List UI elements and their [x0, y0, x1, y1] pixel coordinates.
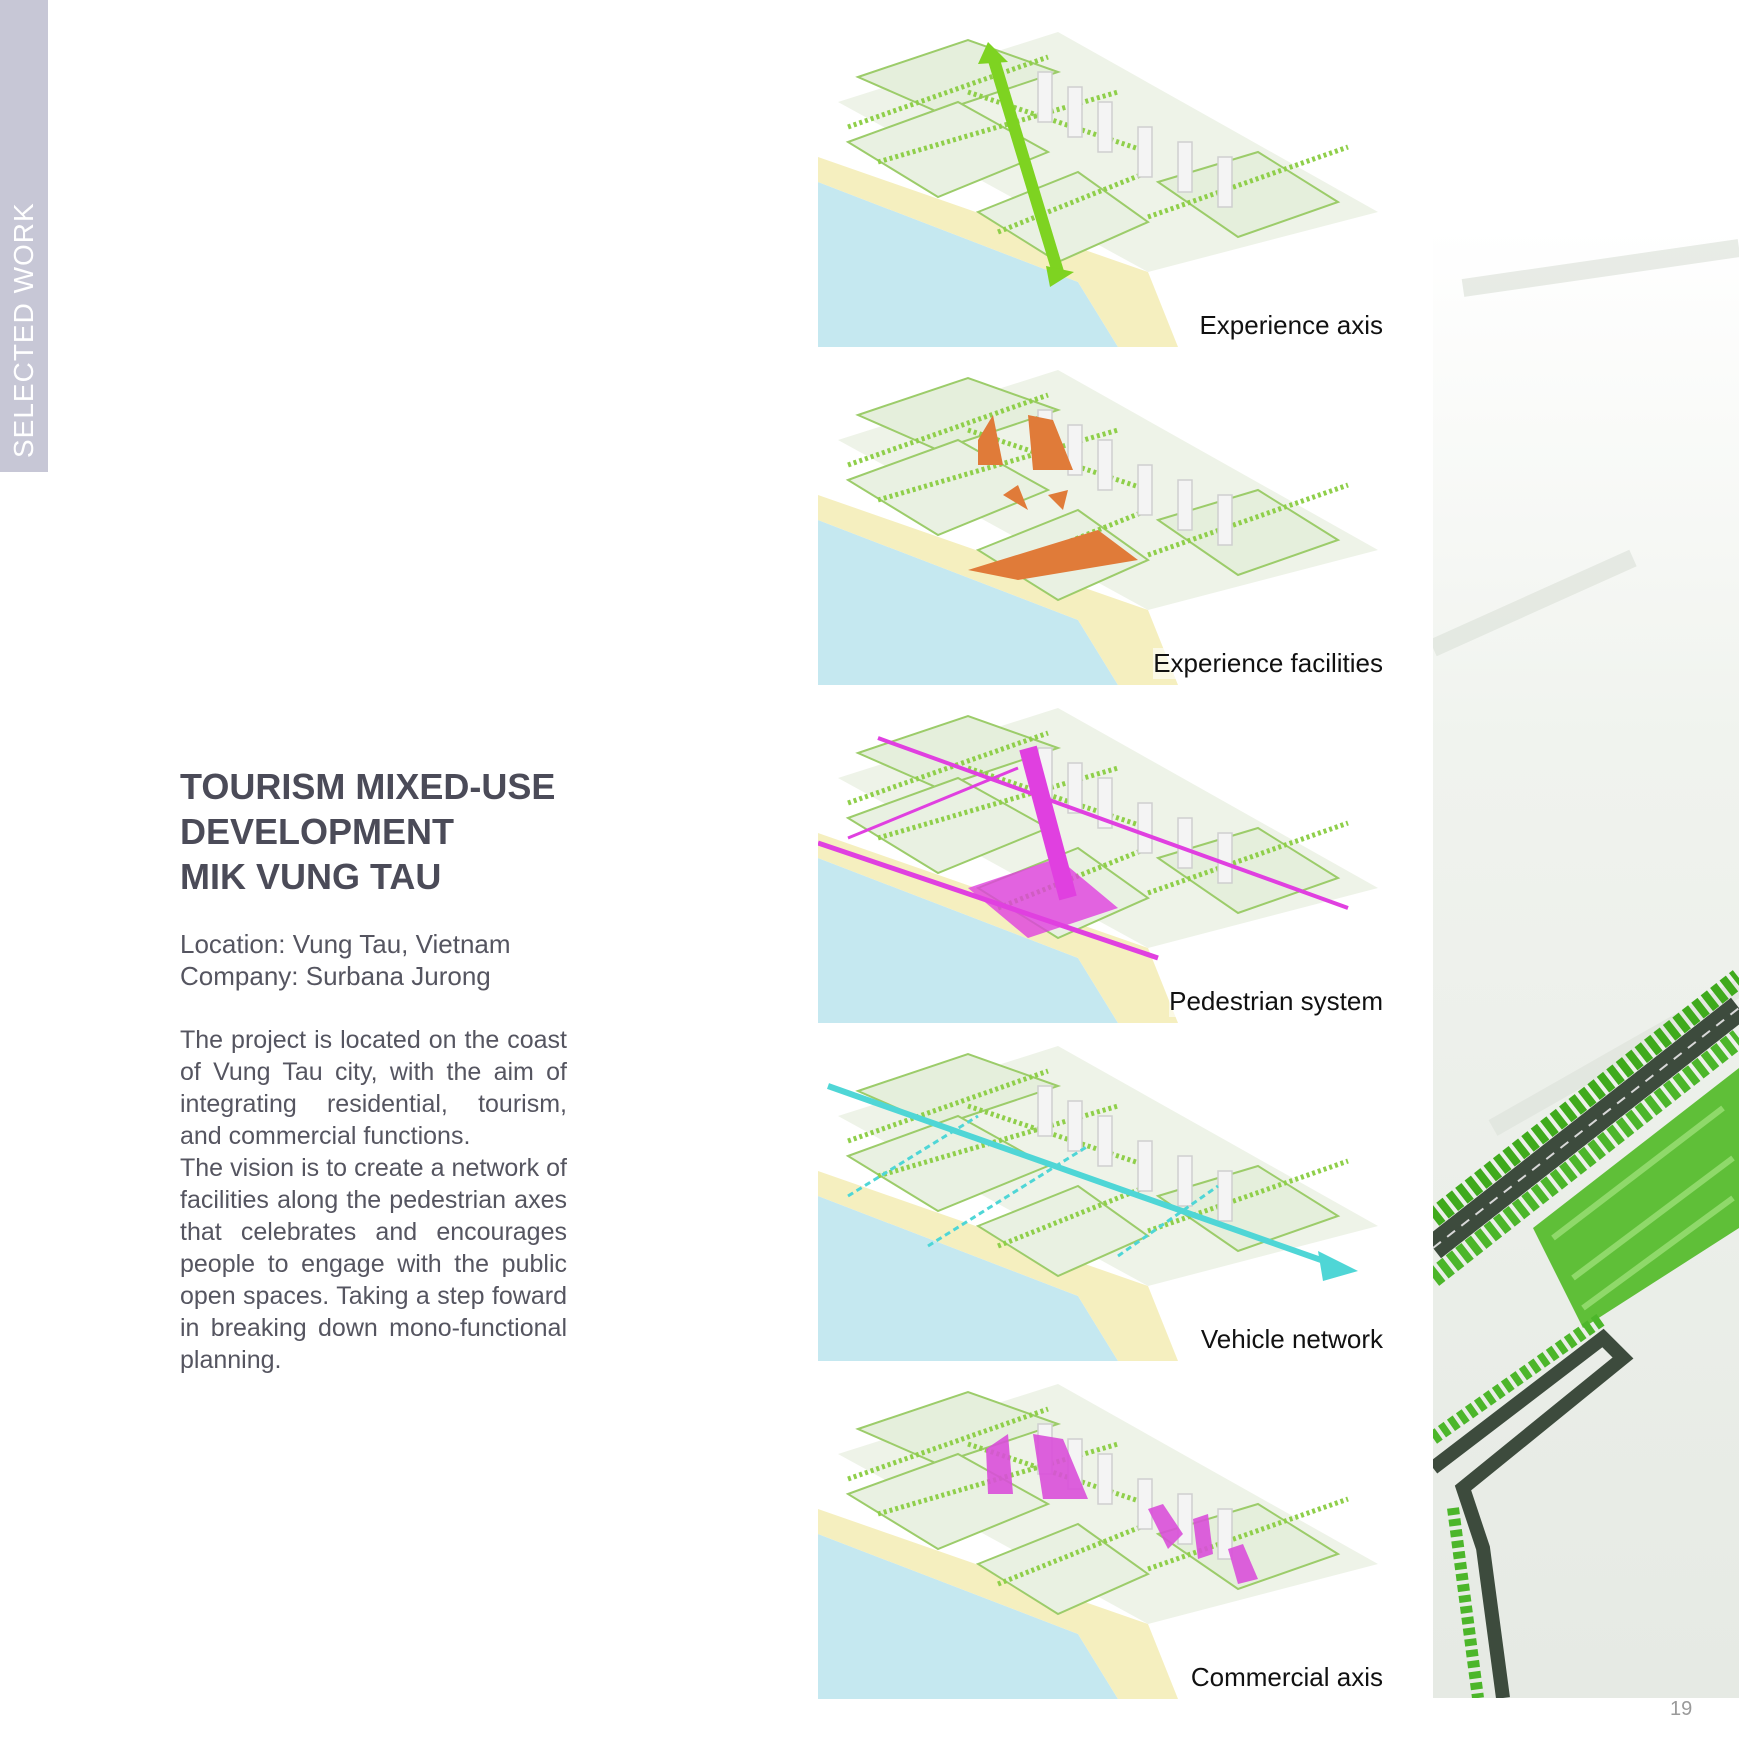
diagram-vehicle-network-illustration: [818, 1046, 1378, 1361]
diagram-experience-facilities: Experience facilities: [818, 370, 1383, 685]
diagram-experience-axis: Experience axis: [818, 32, 1383, 347]
diagram-experience-axis-illustration: [818, 32, 1378, 347]
title-line-3: MIK VUNG TAU: [180, 856, 442, 897]
diagram-pedestrian-system-illustration: [818, 708, 1378, 1023]
description-paragraph-2: The vision is to create a network of fac…: [180, 1154, 567, 1374]
company-text: Company: Surbana Jurong: [180, 961, 491, 991]
page-number: 19: [1670, 1698, 1693, 1720]
project-title: TOURISM MIXED-USE DEVELOPMENT MIK VUNG T…: [180, 764, 620, 899]
title-line-2: DEVELOPMENT: [180, 811, 455, 852]
side-tab: SELECTED WORK: [0, 0, 48, 472]
diagram-commercial-axis: Commercial axis: [818, 1384, 1383, 1699]
aerial-site-plan: [1424, 228, 1739, 1699]
diagram-label-experience-facilities: Experience facilities: [1153, 648, 1383, 679]
project-description: The project is located on the coast of V…: [180, 1024, 567, 1376]
diagram-vehicle-network: Vehicle network: [818, 1046, 1383, 1361]
side-tab-label: SELECTED WORK: [8, 202, 39, 458]
aerial-site-plan-image: [1424, 228, 1739, 1699]
description-paragraph-1: The project is located on the coast of V…: [180, 1026, 567, 1150]
title-line-1: TOURISM MIXED-USE: [180, 766, 556, 807]
project-meta: Location: Vung Tau, Vietnam Company: Sur…: [180, 928, 511, 992]
diagram-experience-facilities-illustration: [818, 370, 1378, 685]
location-text: Location: Vung Tau, Vietnam: [180, 929, 511, 959]
diagram-label-vehicle-network: Vehicle network: [1200, 1324, 1383, 1355]
diagram-pedestrian-system: Pedestrian system: [818, 708, 1383, 1023]
diagram-label-pedestrian-system: Pedestrian system: [1169, 986, 1383, 1017]
diagram-commercial-axis-illustration: [818, 1384, 1378, 1699]
diagram-label-commercial-axis: Commercial axis: [1190, 1662, 1383, 1693]
diagram-label-experience-axis: Experience axis: [1199, 310, 1383, 341]
